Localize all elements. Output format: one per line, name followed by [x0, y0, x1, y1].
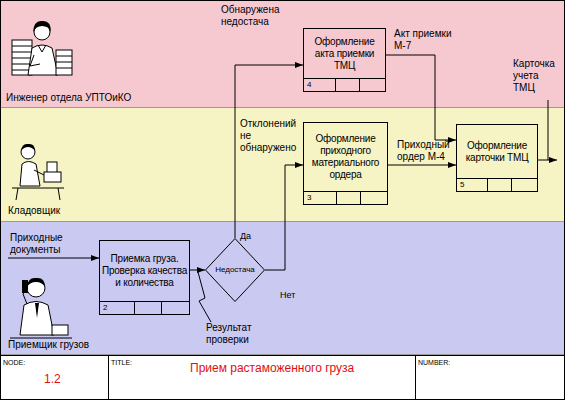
lane-label: Приемщик грузов	[8, 339, 89, 351]
process-text: Приемка груза. Проверка качества и колич…	[101, 241, 188, 301]
process-box: Приемка груза. Проверка качества и колич…	[99, 240, 190, 315]
frame-field: NUMBER:	[418, 358, 468, 367]
box-footer	[100, 301, 189, 314]
process-text: Оформление карточки ТМЦ	[458, 125, 536, 178]
footer-divider	[360, 192, 361, 204]
arrow-label: Результат проверки	[206, 322, 268, 346]
box-footer	[304, 191, 387, 204]
box-footer	[304, 78, 385, 91]
flow-arrow	[388, 165, 456, 166]
swimlane: Оформление акта приемки ТМЦ 4Инженер отде…	[0, 0, 565, 108]
lane-label: Инженер отдела УПТОиКО	[6, 92, 131, 104]
process-number: 3	[307, 193, 311, 203]
process-box: Оформление карточки ТМЦ 5	[456, 124, 538, 192]
flow-arrow	[265, 165, 303, 270]
flow-arrow	[386, 55, 456, 140]
frame-field: NODE:	[3, 358, 43, 367]
process-number: 2	[103, 303, 107, 313]
arrow-label: Обнаружена недостача	[221, 4, 291, 28]
footer-divider	[511, 179, 512, 191]
arrow-label: Приходный ордер М-4	[397, 139, 453, 163]
process-text: Оформление акта приемки ТМЦ	[305, 29, 384, 78]
footer-divider	[161, 302, 162, 314]
process-number: 5	[460, 180, 464, 190]
footer-divider	[487, 179, 488, 191]
branch-label: Да	[240, 231, 260, 242]
arrow-label: Отклонений не обнаружено	[240, 118, 302, 154]
decision-text: Недостача	[205, 238, 265, 302]
flow-arrow	[190, 270, 205, 271]
footer-divider	[336, 192, 337, 204]
process-box: Оформление акта приемки ТМЦ 4	[303, 28, 386, 92]
diagram-title: Прием растаможенного груза	[190, 361, 354, 375]
process-text: Оформление приходного материального орде…	[305, 123, 386, 191]
arrow-label: Акт приемки М-7	[394, 28, 456, 52]
process-number: 4	[307, 80, 311, 90]
frame-field: TITLE:	[111, 358, 151, 367]
diamond-shape	[206, 239, 265, 302]
process-box: Оформление приходного материального орде…	[303, 122, 388, 205]
footer-divider	[134, 302, 135, 314]
flow-arrow	[235, 65, 303, 238]
box-footer	[457, 178, 537, 191]
swimlane: Приемка груза. Проверка качества и колич…	[0, 222, 565, 355]
node-number: 1.2	[44, 372, 84, 386]
decision-diamond: Недостача	[205, 238, 265, 302]
footer-divider	[335, 79, 336, 91]
input-label: Приходные документы	[10, 232, 92, 256]
output-label: Карточка учета ТМЦ	[513, 58, 558, 94]
title-frame	[1, 356, 565, 400]
frame-divider	[415, 355, 416, 400]
frame-divider	[108, 355, 109, 400]
branch-label: Нет	[280, 290, 304, 301]
lane-label: Кладовщик	[8, 205, 60, 217]
footer-divider	[359, 79, 360, 91]
